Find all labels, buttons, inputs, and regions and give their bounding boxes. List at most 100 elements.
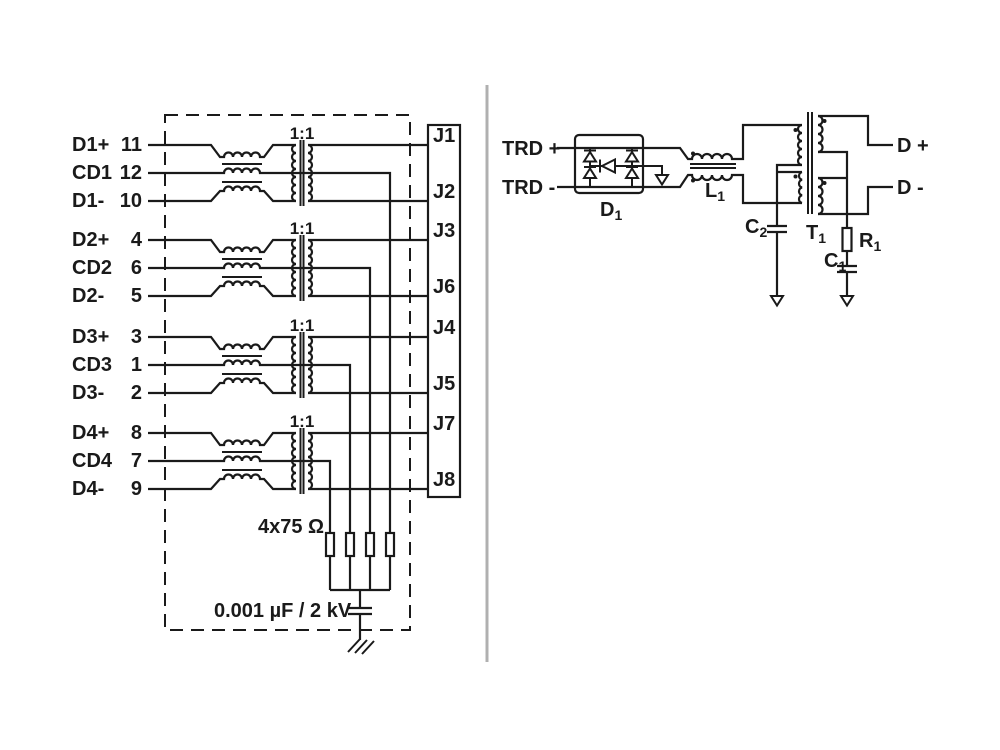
pin-number: 8: [131, 422, 142, 444]
termination-capacitor: [348, 590, 372, 640]
output-label-d-plus: D +: [897, 135, 929, 157]
polarity-dot: [822, 119, 827, 123]
pin-number: 3: [131, 326, 142, 348]
input-pin-labels: D1+ 11 CD1 12 D1- 10 D2+ 4 CD2 6 D2- 5 D…: [72, 134, 143, 500]
jack-label: J4: [433, 317, 456, 339]
secondary-rc-branch: [837, 226, 857, 308]
wire-trd-plus: [557, 123, 802, 161]
connector-outline: [426, 123, 462, 499]
jack-label: J8: [433, 469, 455, 491]
diode-bridge-label: D1: [600, 199, 622, 223]
transformer-secondary-winding: [307, 335, 314, 395]
wire-d3p: [148, 335, 296, 351]
jack-label: J2: [433, 181, 455, 203]
termination-resistor: [324, 531, 336, 558]
ground-arrow-icon: [839, 295, 855, 308]
pin-number: 10: [120, 190, 142, 212]
termination-resistor: [384, 531, 396, 558]
diode-icon: [582, 166, 598, 179]
transformer-core: [299, 235, 305, 301]
signal-label: D3+: [72, 326, 109, 348]
transformer-primary-winding: [290, 143, 297, 203]
primary-bottom-winding: [797, 170, 803, 205]
wires-to-jacks: [308, 238, 428, 298]
wire-cd2: [148, 262, 372, 533]
pin-number: 4: [131, 229, 143, 251]
signal-label: D3-: [72, 382, 104, 404]
wire-d-minus: [818, 185, 893, 216]
polarity-dot: [793, 174, 798, 179]
ground-arrow-icon: [654, 174, 670, 187]
capacitor-c1: [837, 251, 857, 296]
choke-label: L1: [705, 180, 725, 204]
signal-label: CD1: [72, 162, 112, 184]
transformer-core: [299, 428, 305, 494]
diode-icon: [599, 157, 616, 175]
choke-core: [690, 163, 736, 169]
primary-center-tap: [775, 163, 802, 226]
wire-d2p: [148, 238, 296, 254]
pin-number: 9: [131, 478, 142, 500]
ratio-label: 1:1: [290, 316, 315, 335]
cap-c2-label: C2: [745, 216, 767, 240]
signal-label: D4-: [72, 478, 104, 500]
surge-protection-circuit: TRD + TRD - D + D - D1 L1 C2 T1 C1 R1: [502, 112, 929, 308]
transformer-primary-winding: [290, 335, 297, 395]
capacitor-value-label: 0.001 µF / 2 kV: [214, 600, 352, 622]
jack-label: J6: [433, 276, 455, 298]
isolation-dashed-boundary: [164, 114, 411, 631]
channel-2-magnetics: 1:1: [148, 219, 428, 533]
pin-number: 5: [131, 285, 142, 307]
diode-icon: [624, 166, 640, 179]
resistor-bus: [328, 556, 392, 592]
termination-resistor: [364, 531, 376, 558]
termination-network: 4x75 Ω 0.001 µF / 2 kV: [214, 516, 396, 655]
transformer-secondary-winding: [307, 143, 314, 203]
pin-number: 1: [131, 354, 142, 376]
channel-1-magnetics: 1:1: [148, 124, 428, 533]
resistor-r1-label: R1: [859, 230, 881, 254]
transformer-secondary-winding: [307, 238, 314, 298]
transformer-primary-winding: [290, 431, 297, 491]
pin-number: 11: [121, 134, 142, 156]
polarity-dot: [793, 128, 798, 132]
signal-label: CD3: [72, 354, 112, 376]
wire-d2m: [148, 280, 296, 298]
transformer-label: T1: [806, 222, 826, 246]
transformer-primary-winding: [290, 238, 297, 298]
jack-connector-box: J1 J2 J3 J6 J4 J5 J7 J8: [426, 123, 462, 499]
channel-3-magnetics: 1:1: [148, 316, 428, 533]
pin-number: 2: [131, 382, 142, 404]
primary-top-winding: [796, 123, 803, 167]
termination-resistor: [344, 531, 356, 558]
wire-d4p: [148, 431, 296, 447]
wires-to-jacks: [308, 335, 428, 395]
jack-label: J1: [433, 125, 455, 147]
jack-label: J7: [433, 413, 455, 435]
secondary-bottom-winding: [817, 176, 824, 216]
diode-bridge-outline: [573, 133, 645, 195]
signal-label: D1-: [72, 190, 104, 212]
transformer-secondary-winding: [307, 431, 314, 491]
transformer-core: [299, 140, 305, 206]
input-label-trd-minus: TRD -: [502, 177, 555, 199]
chassis-ground-icon: [347, 638, 375, 655]
resistor-r1: [841, 226, 853, 253]
jack-label: J3: [433, 220, 455, 242]
diode-bridge: [573, 133, 670, 195]
wires-to-jacks: [308, 431, 428, 491]
pin-number: 12: [120, 162, 142, 184]
ratio-label: 1:1: [290, 412, 315, 431]
polarity-dot: [822, 181, 827, 185]
capacitor-c2: [767, 224, 787, 296]
transformer-core: [299, 332, 305, 398]
ratio-label: 1:1: [290, 124, 315, 143]
secondary-top-winding: [817, 114, 824, 154]
channel-4-magnetics: 1:1: [148, 412, 428, 533]
diode-icon: [624, 150, 640, 163]
output-label-d-minus: D -: [897, 177, 924, 199]
diode-icon: [582, 150, 598, 163]
signal-label: D4+: [72, 422, 109, 444]
ground-arrow-icon: [769, 295, 785, 308]
resistor-value-label: 4x75 Ω: [258, 516, 324, 538]
